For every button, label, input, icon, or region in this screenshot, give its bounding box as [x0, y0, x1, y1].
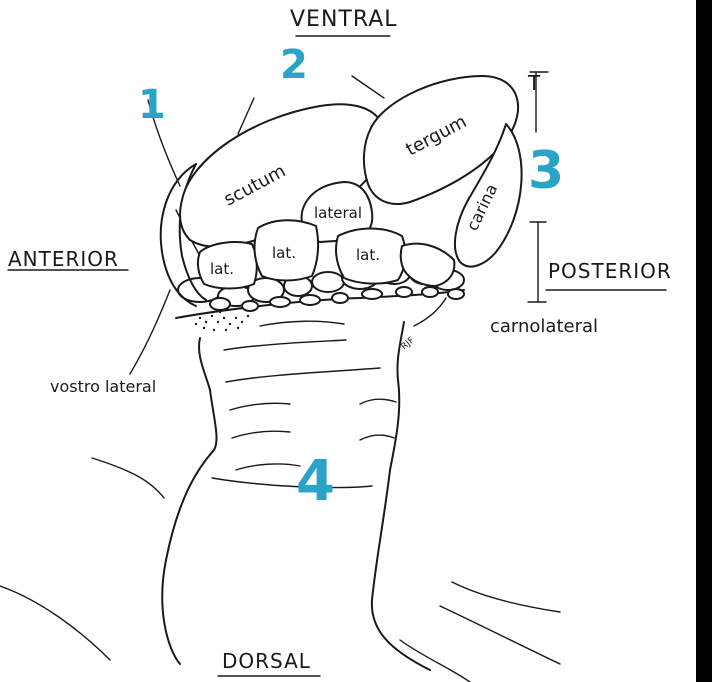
- lat-right-label: lat.: [356, 246, 380, 264]
- lat-left-label: lat.: [210, 260, 234, 278]
- dorsal-label: DORSAL: [222, 649, 311, 673]
- lat-middle-label: lat.: [272, 244, 296, 262]
- annotation-4: 4: [296, 449, 335, 514]
- substrate: [0, 457, 561, 682]
- lateral-plates: [196, 181, 456, 290]
- lateral-label: lateral: [314, 204, 362, 222]
- stippled-area: [194, 310, 250, 332]
- carinolateral-label: carnolateral: [490, 316, 598, 337]
- leader-lines: [7, 35, 667, 677]
- edge-bar: [696, 0, 712, 682]
- annotation-3: 3: [528, 141, 564, 201]
- rostro-lateral-label: vostro lateral: [50, 377, 156, 396]
- posterior-label: POSTERIOR: [548, 259, 672, 283]
- carina-plate: [453, 123, 523, 268]
- ventral-label: VENTRAL: [290, 7, 398, 32]
- peduncle: [161, 320, 431, 671]
- anterior-label: ANTERIOR: [8, 247, 119, 271]
- annotation-2: 2: [280, 42, 308, 88]
- t-mark-label: T: [527, 71, 541, 95]
- annotation-1: 1: [138, 82, 166, 128]
